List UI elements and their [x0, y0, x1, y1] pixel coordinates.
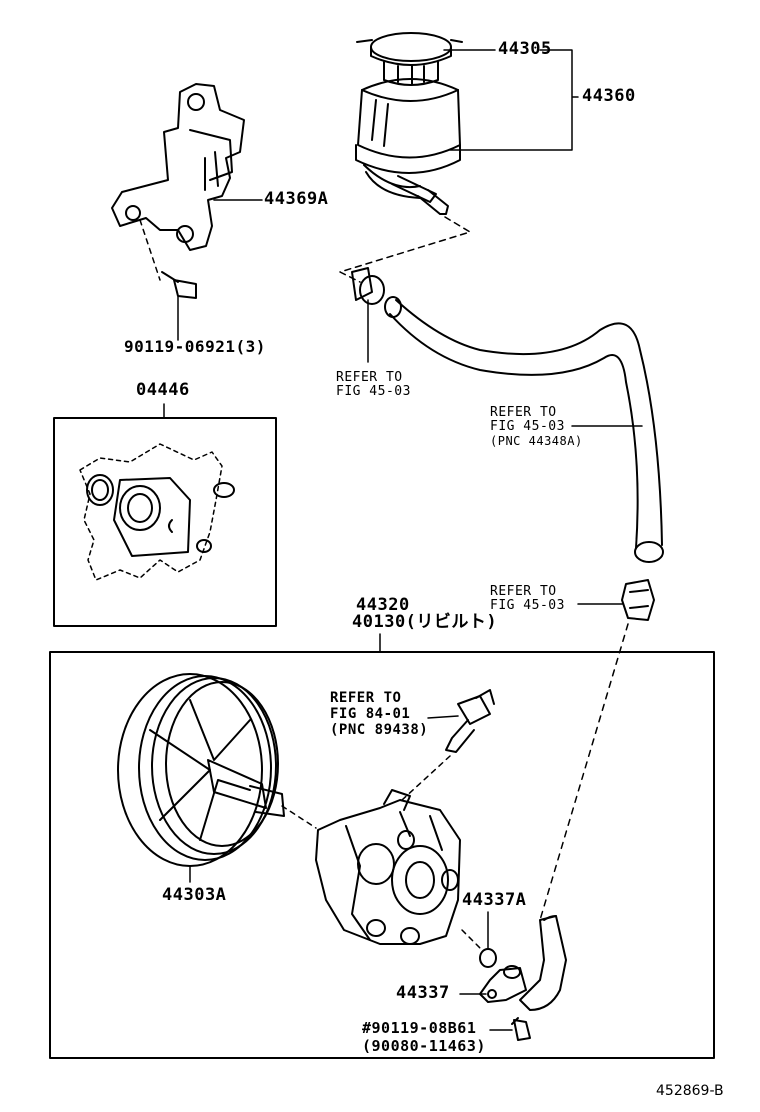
hose-dash-line [539, 623, 629, 921]
pulley-dash [281, 805, 317, 829]
union-fitting-drawing [479, 915, 567, 1011]
refer-label-3: REFER TO FIG 45-03 [490, 585, 565, 613]
o-ring-drawing [479, 948, 497, 968]
refer-4-line-2: FIG 84-01 [330, 706, 411, 722]
part-label-04446: 04446 [136, 380, 190, 400]
pulley-drawing [117, 673, 285, 867]
gasket-kit-drawing [79, 443, 235, 581]
leader-refer-4 [427, 715, 459, 719]
pump-assembly-box [49, 651, 715, 1059]
refer-3-line-1: REFER TO [490, 584, 557, 599]
union-bolt-drawing [511, 1017, 531, 1041]
figure-id: 452869-B [656, 1083, 724, 1099]
refer-3-line-2: FIG 45-03 [490, 598, 565, 613]
refer-4-line-3: (PNC 89438) [330, 722, 429, 738]
part-label-44369A: 44369A [264, 189, 329, 209]
refer-1-line-1: REFER TO [336, 370, 403, 385]
hose-clamp-bottom [621, 579, 655, 621]
part-label-44337A: 44337A [462, 890, 527, 910]
part-label-44337: 44337 [396, 983, 450, 1003]
oring-dash [461, 929, 483, 951]
hose-end-bottom [634, 541, 664, 563]
bracket-dash [139, 219, 161, 281]
refer-label-2: REFER TO FIG 45-03 (PNC 44348A) [490, 405, 583, 449]
part-label-44320: 44320 [356, 595, 410, 615]
part-label-90080-11463: (90080-11463) [362, 1037, 486, 1055]
hose-end-top [384, 296, 402, 318]
hose-clamp-top [351, 267, 385, 305]
pressure-switch-drawing [445, 689, 495, 753]
tank-dash-line [339, 216, 471, 283]
part-label-44360: 44360 [582, 86, 636, 106]
reservoir-tank-drawing [355, 32, 463, 215]
refer-2-line-3: (PNC 44348A) [490, 434, 583, 448]
refer-label-1: REFER TO FIG 45-03 [336, 371, 411, 399]
refer-2-line-2: FIG 45-03 [490, 419, 565, 434]
part-label-44305: 44305 [498, 39, 552, 59]
part-label-90119-06921: 90119-06921(3) [124, 337, 266, 356]
bolt-drawing [161, 271, 197, 299]
sensor-dash [401, 755, 451, 801]
refer-2-line-1: REFER TO [490, 405, 557, 420]
part-label-40130: 40130(リビルト) [352, 612, 498, 632]
part-label-44303A: 44303A [162, 885, 227, 905]
refer-1-line-2: FIG 45-03 [336, 384, 411, 399]
pump-body-drawing [315, 789, 461, 945]
leader-44360 [449, 49, 579, 151]
refer-label-4: REFER TO FIG 84-01 (PNC 89438) [330, 690, 428, 738]
refer-4-line-1: REFER TO [330, 690, 402, 706]
hose-outer [395, 299, 663, 546]
bracket-drawing [111, 83, 245, 251]
part-label-90119-08B61: #90119-08B61 [362, 1019, 477, 1037]
hose-inner [389, 313, 639, 549]
gasket-kit-box [53, 417, 277, 627]
